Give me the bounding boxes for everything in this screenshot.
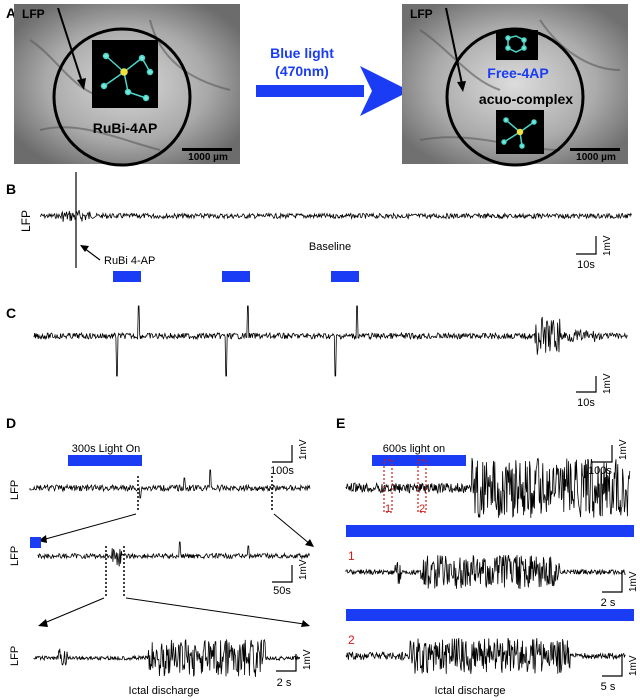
light-on-bar-d: [68, 455, 142, 466]
scale-bar-left: [182, 148, 232, 151]
lfp-trace-e-segment-1: [345, 554, 626, 589]
ictal-caption-e: Ictal discharge: [435, 685, 506, 697]
brain-photo-left: [14, 4, 240, 167]
scale-y-label-d2: 1mV: [298, 559, 309, 580]
zoom-arrowhead-left-d2: [38, 619, 48, 627]
electrode-arrow-left: [57, 7, 83, 83]
lfp-axis-label-d2: LFP: [9, 546, 21, 566]
scale-x-label-c: 10s: [577, 397, 595, 409]
blue-light-label: Blue light: [270, 45, 334, 61]
scale-y-label-d3: 1mV: [302, 649, 313, 670]
electrode-arrowhead-left: [77, 78, 86, 90]
scale-bar-d2: [272, 565, 293, 583]
lfp-axis-label-b: LFP: [19, 210, 33, 232]
scale-x-label-d1: 100s: [270, 465, 294, 477]
scale-bar-right: [570, 148, 620, 151]
scale-y-label-e3: 1mV: [628, 655, 639, 676]
lfp-trace-d-overview: [29, 469, 311, 499]
scale-bar-e3: [602, 656, 623, 677]
panel-letter-b: B: [6, 181, 16, 197]
scale-x-label-d2: 50s: [273, 585, 291, 597]
light-on-tail-d: [30, 537, 41, 548]
scale-x-label-e3: 5 s: [601, 681, 616, 693]
light-on-label-d: 300s Light On: [72, 443, 141, 455]
light-on-label-e: 600s light on: [383, 443, 445, 455]
lfp-label-right: LFP: [410, 7, 433, 21]
scale-y-label-e2: 1mV: [628, 571, 639, 592]
rubi-injection-label: RuBi 4-AP: [104, 255, 155, 267]
electrode-arrow-right: [445, 7, 463, 85]
lfp-trace-e-segment-2: [345, 637, 626, 675]
scale-bar-e2: [602, 570, 623, 593]
scale-bar-d3: [276, 654, 297, 672]
zoom-line-right-d2: [125, 597, 305, 625]
scale-bar-b: [576, 236, 597, 255]
scale-y-label-c: 1mV: [602, 373, 613, 394]
segment-label-1: 1: [385, 503, 391, 515]
lfp-trace-d-ictal: [33, 638, 301, 678]
zoom-line-left-d: [41, 513, 137, 541]
rubi-pointer-arrow: [83, 247, 101, 261]
scale-y-label-b: 1mV: [602, 235, 613, 256]
lfp-trace-light-pulses: [33, 305, 628, 377]
light-pulse-3: [331, 271, 359, 282]
scale-bar-d1: [272, 445, 293, 463]
sub-trace-label-2: 2: [348, 633, 355, 647]
zoom-line-left-d2: [41, 597, 105, 625]
scale-x-label-d3: 2 s: [277, 677, 292, 689]
acuo-complex-label: acuo-complex: [479, 91, 573, 107]
scale-label-right: 1000 µm: [576, 152, 616, 163]
electrode-arrowhead-right: [457, 81, 466, 92]
lfp-axis-label-d3: LFP: [9, 646, 21, 666]
scale-label-left: 1000 µm: [188, 152, 228, 163]
lfp-trace-d-zoom: [37, 541, 310, 567]
ictal-caption-d: Ictal discharge: [129, 685, 200, 697]
rubi-4ap-label: RuBi-4AP: [93, 120, 158, 136]
free-4ap-molecule-image: [496, 30, 538, 60]
light-pulse-1: [113, 271, 141, 282]
scale-y-label-d1: 1mV: [298, 439, 309, 460]
baseline-caption: Baseline: [309, 241, 351, 253]
segment-marker-2: [417, 459, 427, 513]
scale-x-label-b: 10s: [577, 259, 595, 271]
scale-bar-c: [576, 376, 597, 393]
lfp-trace-baseline: [39, 209, 632, 222]
lfp-trace-e-overview: [345, 457, 631, 518]
panel-letter-a: A: [6, 5, 16, 21]
lfp-axis-label-d1: LFP: [9, 480, 21, 500]
recording-window-circle-right: [445, 27, 585, 167]
scale-x-label-e2: 2 s: [601, 597, 616, 609]
lfp-label-left: LFP: [22, 7, 45, 21]
zoom-line-right-d: [273, 513, 311, 545]
recording-window-circle-left: [52, 27, 192, 167]
panel-letter-c: C: [6, 305, 16, 321]
wavelength-label: (470nm): [275, 63, 329, 79]
zoom-arrowhead-right-d: [305, 539, 314, 547]
panel-letter-d: D: [6, 415, 16, 431]
rubi-pointer-arrowhead: [80, 245, 89, 252]
zoom-arrowhead-right-d2: [301, 620, 310, 627]
light-on-bar-e2: [346, 609, 634, 621]
light-pulse-2: [222, 271, 250, 282]
scale-bar-e1: [592, 445, 613, 463]
panel-letter-e: E: [336, 415, 345, 431]
sub-trace-label-1: 1: [348, 549, 355, 563]
segment-marker-1: [383, 459, 393, 513]
brain-photo-right: [402, 4, 628, 167]
scale-y-label-e1: 1mV: [618, 439, 629, 460]
free-4ap-label: Free-4AP: [487, 65, 548, 81]
blue-light-arrow: [256, 66, 410, 116]
segment-label-2: 2: [419, 503, 425, 515]
light-on-bar-e1: [346, 525, 634, 537]
